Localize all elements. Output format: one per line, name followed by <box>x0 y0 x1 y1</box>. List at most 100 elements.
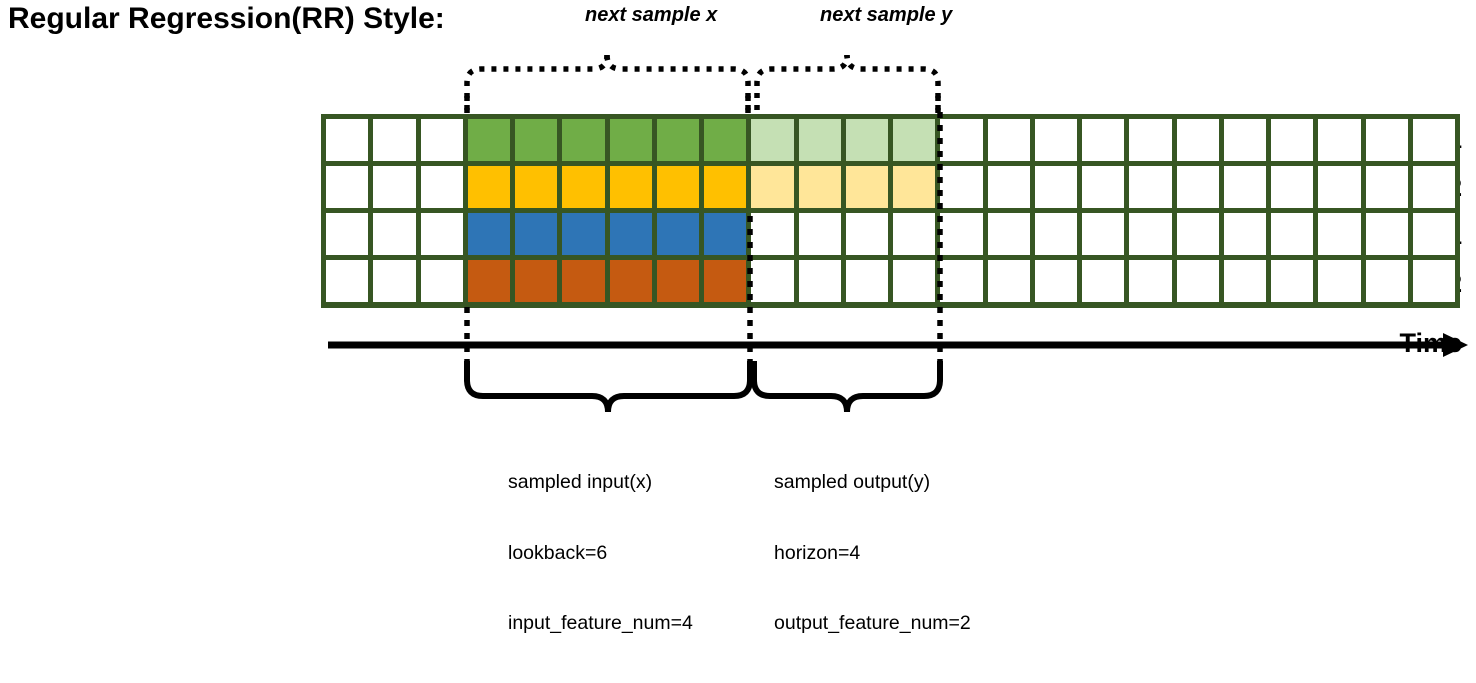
grid-cell-r0-c1[interactable] <box>373 119 416 161</box>
grid-cell-r1-c1[interactable] <box>373 166 416 208</box>
grid-cell-r3-c23[interactable] <box>1412 260 1455 302</box>
grid-cell-r1-c5[interactable] <box>562 166 605 208</box>
grid-cell-r3-c18[interactable] <box>1176 260 1219 302</box>
grid-cell-r1-c18[interactable] <box>1176 166 1219 208</box>
grid-cell-r0-c4[interactable] <box>515 119 558 161</box>
grid-cell-r1-c6[interactable] <box>609 166 652 208</box>
grid-cell-r0-c22[interactable] <box>1365 119 1408 161</box>
grid-cell-r2-c4[interactable] <box>515 213 558 255</box>
grid-cell-r3-c7[interactable] <box>656 260 699 302</box>
grid-cell-r1-c2[interactable] <box>420 166 463 208</box>
grid-cell-r3-c5[interactable] <box>562 260 605 302</box>
annotation-sampled-input: sampled input(x) lookback=6 input_featur… <box>508 424 693 683</box>
grid-cell-r0-c23[interactable] <box>1412 119 1455 161</box>
grid-cell-r3-c20[interactable] <box>1271 260 1314 302</box>
grid-cell-r3-c21[interactable] <box>1318 260 1361 302</box>
grid-cell-r3-c16[interactable] <box>1082 260 1125 302</box>
grid-cell-r2-c10[interactable] <box>798 213 841 255</box>
grid-cell-r1-c14[interactable] <box>987 166 1030 208</box>
grid-cell-r3-c13[interactable] <box>940 260 983 302</box>
grid-cell-r3-c2[interactable] <box>420 260 463 302</box>
grid-cell-r3-c6[interactable] <box>609 260 652 302</box>
grid-cell-r0-c12[interactable] <box>893 119 936 161</box>
grid-cell-r2-c2[interactable] <box>420 213 463 255</box>
grid-cell-r2-c19[interactable] <box>1223 213 1266 255</box>
grid-cell-r1-c4[interactable] <box>515 166 558 208</box>
grid-cell-r0-c14[interactable] <box>987 119 1030 161</box>
grid-cell-r2-c17[interactable] <box>1129 213 1172 255</box>
grid-cell-r2-c7[interactable] <box>656 213 699 255</box>
grid-cell-r0-c0[interactable] <box>326 119 369 161</box>
grid-cell-r3-c17[interactable] <box>1129 260 1172 302</box>
grid-cell-r0-c6[interactable] <box>609 119 652 161</box>
grid-cell-r3-c1[interactable] <box>373 260 416 302</box>
grid-cell-r1-c11[interactable] <box>845 166 888 208</box>
grid-cell-r0-c5[interactable] <box>562 119 605 161</box>
grid-cell-r3-c9[interactable] <box>751 260 794 302</box>
grid-cell-r1-c12[interactable] <box>893 166 936 208</box>
grid-cell-r2-c21[interactable] <box>1318 213 1361 255</box>
grid-cell-r3-c11[interactable] <box>845 260 888 302</box>
grid-cell-r1-c0[interactable] <box>326 166 369 208</box>
grid-cell-r2-c9[interactable] <box>751 213 794 255</box>
grid-cell-r1-c21[interactable] <box>1318 166 1361 208</box>
grid-cell-r0-c17[interactable] <box>1129 119 1172 161</box>
grid-cell-r1-c7[interactable] <box>656 166 699 208</box>
grid-cell-r1-c22[interactable] <box>1365 166 1408 208</box>
grid-cell-r1-c15[interactable] <box>1034 166 1077 208</box>
grid-cell-r0-c9[interactable] <box>751 119 794 161</box>
grid-cell-r3-c14[interactable] <box>987 260 1030 302</box>
grid-cell-r2-c15[interactable] <box>1034 213 1077 255</box>
grid-cell-r0-c2[interactable] <box>420 119 463 161</box>
grid-cell-r1-c17[interactable] <box>1129 166 1172 208</box>
grid-cell-r2-c1[interactable] <box>373 213 416 255</box>
grid-cell-r0-c10[interactable] <box>798 119 841 161</box>
grid-cell-r3-c4[interactable] <box>515 260 558 302</box>
grid-cell-r2-c23[interactable] <box>1412 213 1455 255</box>
grid-cell-r0-c19[interactable] <box>1223 119 1266 161</box>
grid-cell-r1-c3[interactable] <box>467 166 510 208</box>
grid-cell-r0-c18[interactable] <box>1176 119 1219 161</box>
grid-cell-r1-c8[interactable] <box>704 166 747 208</box>
grid-cell-r1-c9[interactable] <box>751 166 794 208</box>
grid-cell-r2-c6[interactable] <box>609 213 652 255</box>
grid-cell-r2-c16[interactable] <box>1082 213 1125 255</box>
grid-cell-r0-c13[interactable] <box>940 119 983 161</box>
grid-cell-r3-c10[interactable] <box>798 260 841 302</box>
grid-cell-r2-c8[interactable] <box>704 213 747 255</box>
sampled-output-line-3: output_feature_num=2 <box>774 612 971 634</box>
grid-cell-r3-c12[interactable] <box>893 260 936 302</box>
grid-cell-r2-c5[interactable] <box>562 213 605 255</box>
grid-cell-r3-c19[interactable] <box>1223 260 1266 302</box>
grid-cell-r0-c8[interactable] <box>704 119 747 161</box>
grid-cell-r0-c21[interactable] <box>1318 119 1361 161</box>
grid-cell-r1-c20[interactable] <box>1271 166 1314 208</box>
grid-cell-r2-c22[interactable] <box>1365 213 1408 255</box>
grid-cell-r0-c11[interactable] <box>845 119 888 161</box>
grid-cell-r3-c3[interactable] <box>467 260 510 302</box>
grid-cell-r1-c16[interactable] <box>1082 166 1125 208</box>
grid-cell-r2-c3[interactable] <box>467 213 510 255</box>
grid-cell-r3-c8[interactable] <box>704 260 747 302</box>
grid-cell-r2-c20[interactable] <box>1271 213 1314 255</box>
sampled-output-line-2: horizon=4 <box>774 541 861 564</box>
grid-cell-r3-c15[interactable] <box>1034 260 1077 302</box>
grid-cell-r1-c23[interactable] <box>1412 166 1455 208</box>
grid-cell-r0-c3[interactable] <box>467 119 510 161</box>
grid-cell-r2-c13[interactable] <box>940 213 983 255</box>
grid-cell-r1-c10[interactable] <box>798 166 841 208</box>
grid-cell-r2-c11[interactable] <box>845 213 888 255</box>
grid-cell-r2-c18[interactable] <box>1176 213 1219 255</box>
grid-cell-r3-c0[interactable] <box>326 260 369 302</box>
grid-cell-r3-c22[interactable] <box>1365 260 1408 302</box>
grid-cell-r2-c14[interactable] <box>987 213 1030 255</box>
grid-cell-r2-c12[interactable] <box>893 213 936 255</box>
grid-cell-r2-c0[interactable] <box>326 213 369 255</box>
grid-cell-r0-c16[interactable] <box>1082 119 1125 161</box>
grid-cell-r1-c19[interactable] <box>1223 166 1266 208</box>
top-brace-x-ticks <box>464 96 751 114</box>
grid-cell-r1-c13[interactable] <box>940 166 983 208</box>
grid-cell-r0-c15[interactable] <box>1034 119 1077 161</box>
grid-cell-r0-c20[interactable] <box>1271 119 1314 161</box>
grid-cell-r0-c7[interactable] <box>656 119 699 161</box>
